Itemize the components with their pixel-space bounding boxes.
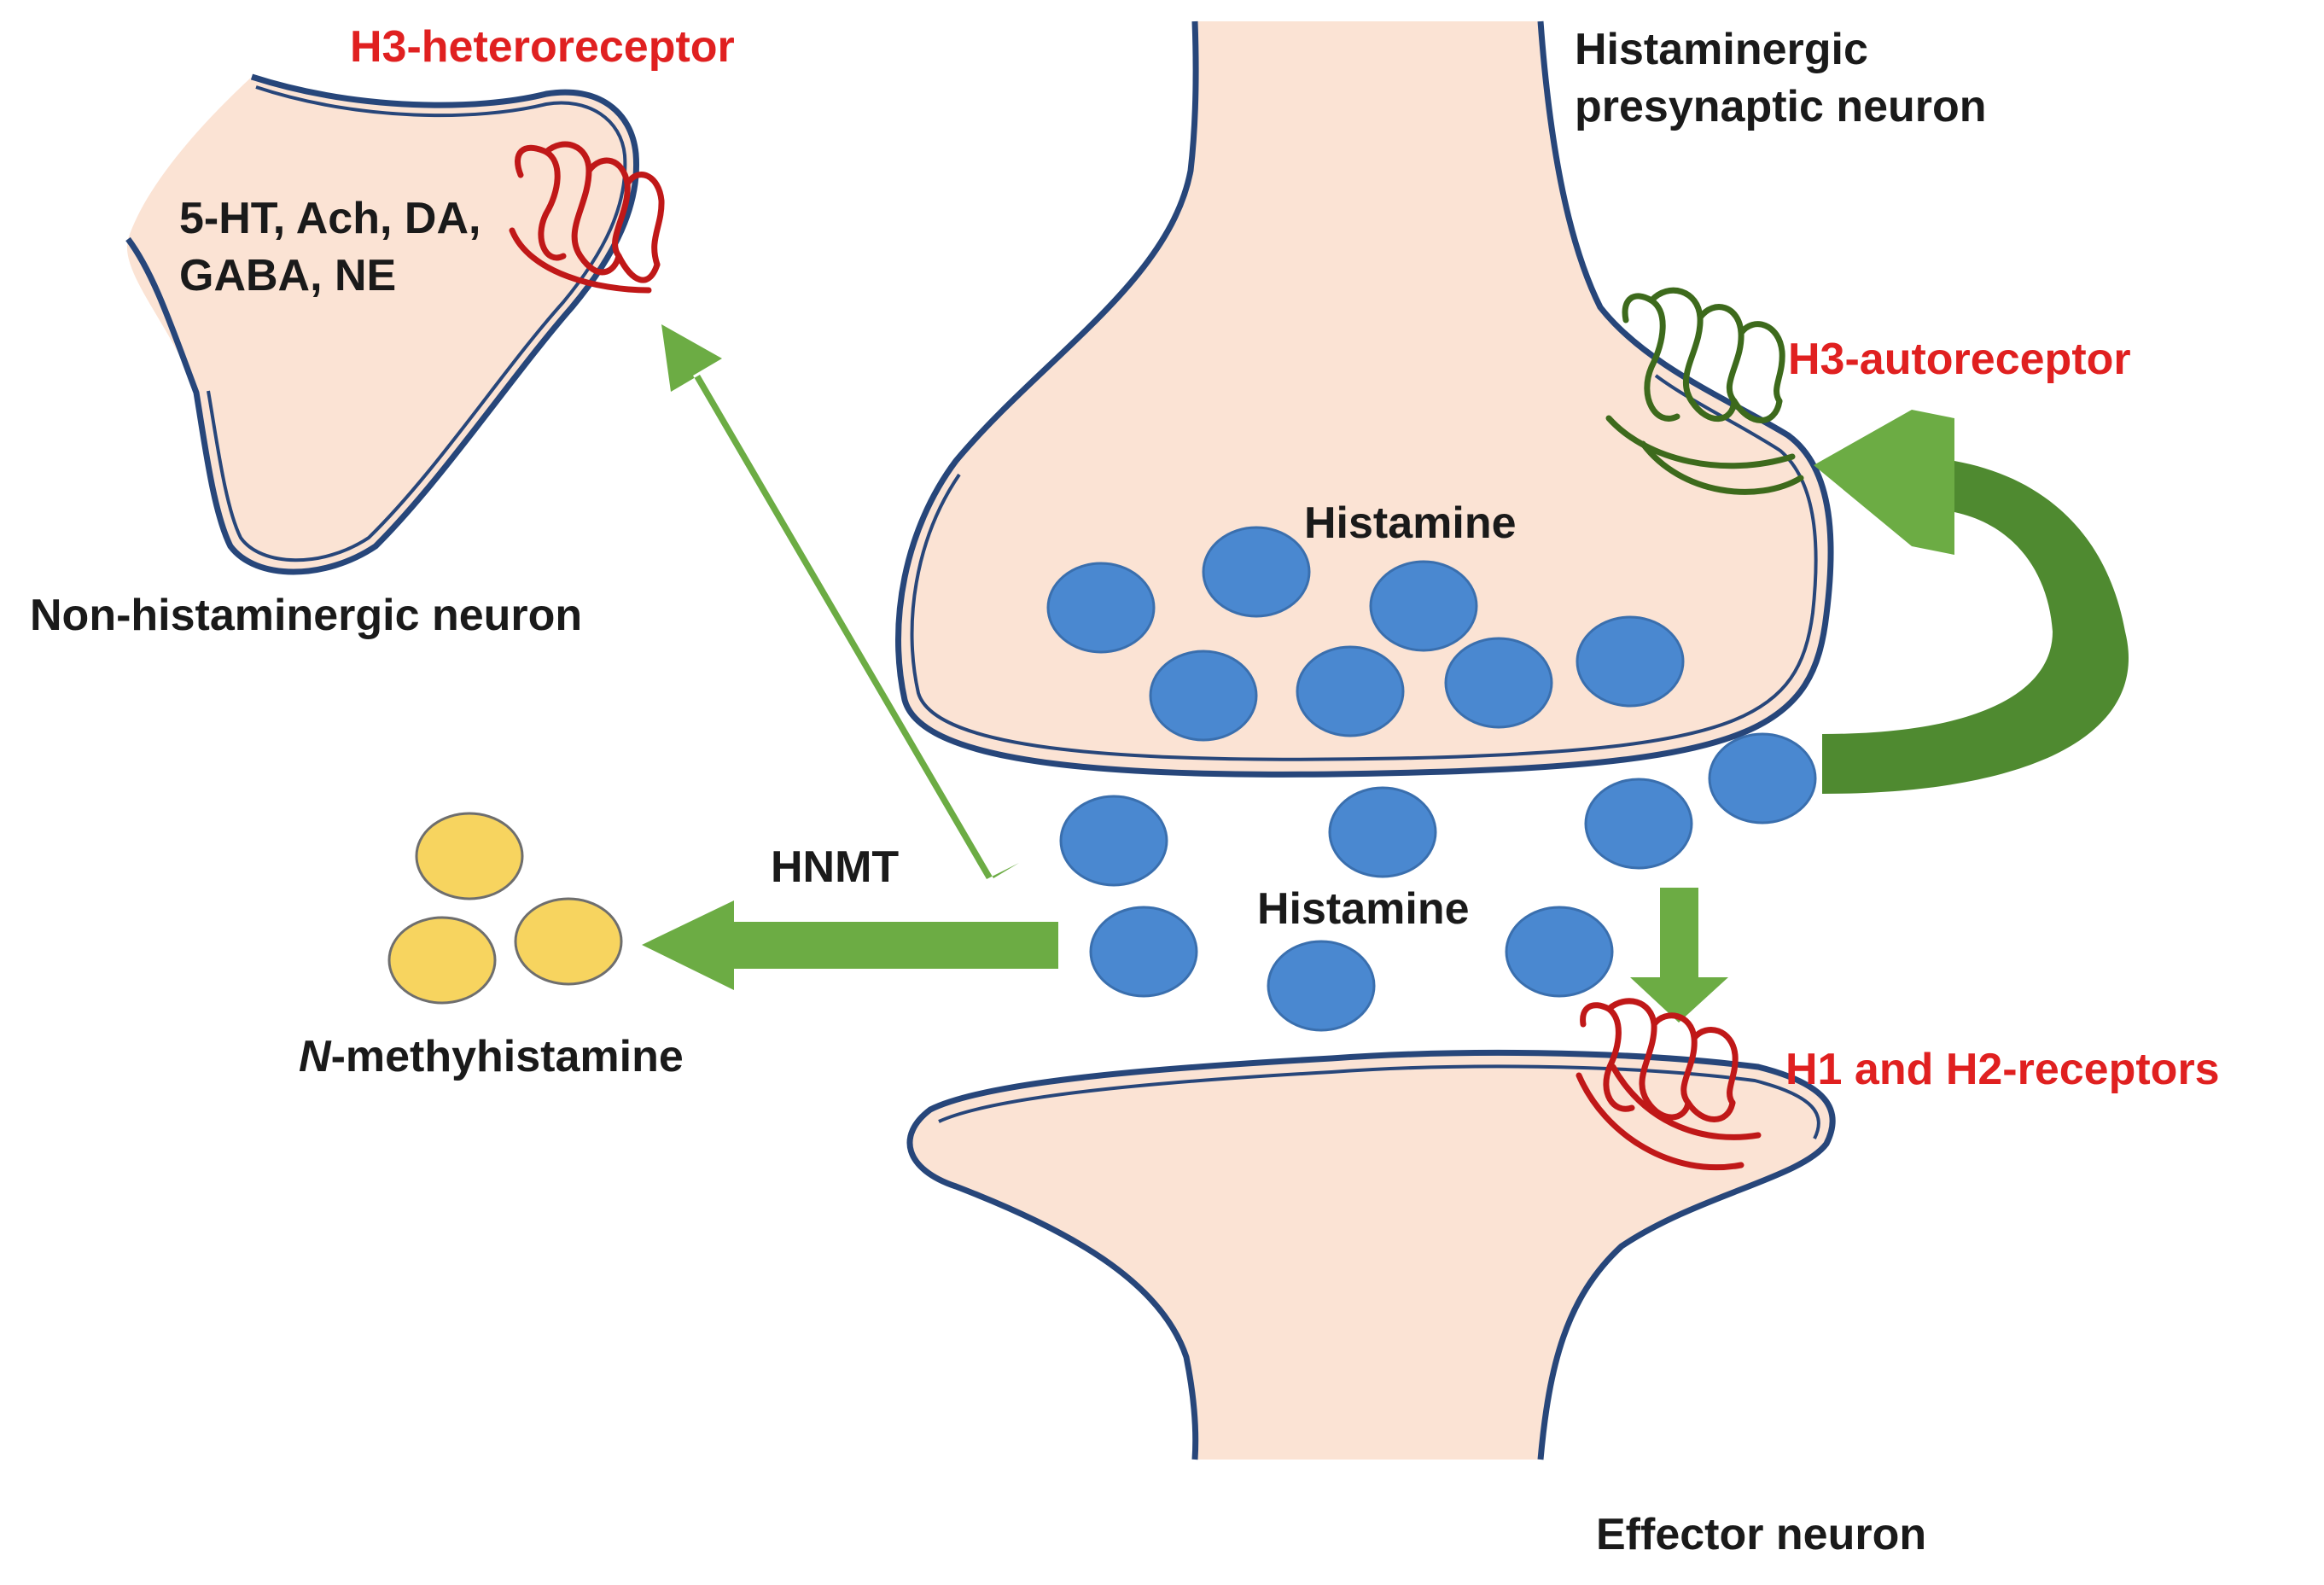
h3-autoreceptor-label: H3-autoreceptor [1788, 335, 2131, 384]
arrow-feedback-autoreceptor [1814, 410, 2129, 794]
h3-heteroreceptor-label: H3-heteroreceptor [350, 22, 735, 72]
non-histaminergic-membrane-inner [207, 85, 627, 562]
h3-autoreceptor-icon [1605, 287, 1804, 495]
non-histaminergic-neuron-label: Non-histaminergic neuron [30, 591, 583, 640]
n-methylhistamine-label: N-methyhistamine [299, 1029, 684, 1086]
n-methylhistamine-label-suffix: -methyhistamine [330, 1032, 684, 1081]
histamine-vesicle [1267, 940, 1376, 1032]
n-methylhistamine-molecule [514, 897, 623, 986]
n-methylhistamine-molecule [387, 916, 497, 1005]
non-histaminergic-neuron-body [126, 77, 637, 572]
h1-h2-receptor-icon [1576, 998, 1762, 1171]
histamine-vesicle [1444, 637, 1553, 729]
histamine-released [1059, 732, 1817, 1032]
non-histaminergic-neuron [125, 73, 640, 575]
presynaptic-neuron-label: Histaminergic presynaptic neuron [1575, 25, 1987, 131]
n-methylhistamine-molecule [415, 812, 524, 900]
h1-h2-receptors-label: H1 and H2-receptors [1785, 1045, 2220, 1094]
histamine-vesicle [1059, 795, 1168, 887]
neurotransmitters-label: 5-HT, Ach, DA, GABA, NE [179, 194, 481, 300]
histamine-cleft-label: Histamine [1257, 884, 1470, 934]
hnmt-label: HNMT [771, 842, 900, 892]
effector-neuron-body [910, 1052, 1833, 1460]
arrow-hnmt [642, 900, 1058, 990]
arrow-to-heteroreceptor [661, 324, 1019, 879]
histamine-vesicle [1149, 650, 1258, 742]
presynaptic-membrane-outer [895, 20, 1834, 778]
effector-neuron-label: Effector neuron [1596, 1510, 1927, 1559]
effector-membrane-outer [906, 1049, 1836, 1460]
histamine-vesicle [1576, 615, 1685, 708]
arrow-to-h1-h2 [1630, 888, 1728, 1023]
histamine-vesicle [1505, 906, 1614, 998]
n-methylhistamine-group [387, 812, 623, 1005]
effector-neuron [906, 1049, 1836, 1460]
histamine-vesicle [1328, 786, 1437, 878]
histamine-vesicle [1708, 732, 1817, 825]
effector-membrane-inner [938, 1064, 1820, 1139]
non-histaminergic-membrane-outer [125, 73, 640, 575]
n-methylhistamine-label-prefix: N [299, 1032, 331, 1081]
arrow-feedback-head [1814, 410, 1954, 555]
histamine-vesicle [1202, 526, 1311, 618]
histamine-vesicle [1046, 562, 1156, 654]
histamine-vesicles-label: Histamine [1304, 498, 1517, 548]
histamine-vesicle [1296, 645, 1405, 737]
h3-heteroreceptor-icon [509, 141, 665, 294]
histamine-vesicle [1584, 778, 1693, 870]
histamine-vesicle [1369, 560, 1478, 652]
arrow-feedback-body [1822, 461, 2129, 794]
histamine-vesicles-stored [1046, 526, 1685, 742]
histamine-vesicle [1089, 906, 1198, 998]
